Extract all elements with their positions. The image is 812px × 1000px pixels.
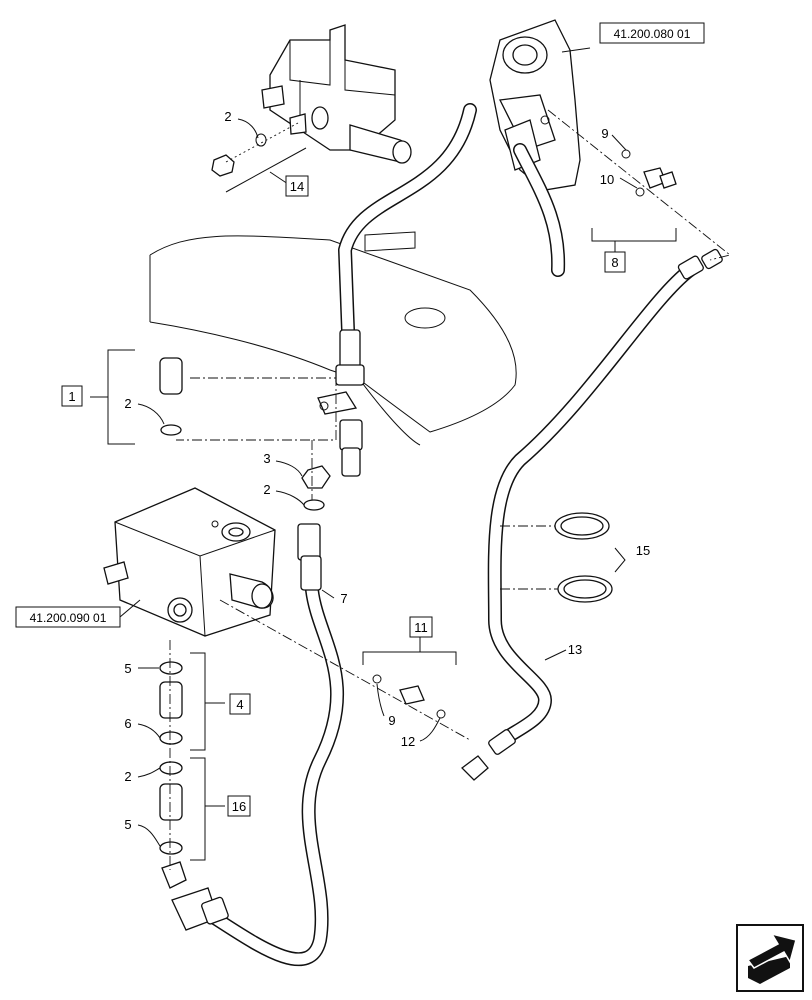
label-13: 13 — [568, 642, 582, 657]
callout-16: 16 — [227, 795, 251, 817]
reference-top-right-text: 41.200.080 01 — [614, 27, 691, 41]
hose-fittings — [161, 248, 723, 931]
reference-top-right[interactable]: 41.200.080 01 — [599, 22, 705, 44]
label-15: 15 — [636, 543, 650, 558]
svg-text:1: 1 — [68, 389, 75, 404]
label-2-top: 2 — [224, 109, 231, 124]
callout-11: 11 — [409, 616, 433, 638]
part-number-labels: 2 2 3 2 7 5 6 2 5 9 12 9 10 13 15 — [124, 109, 650, 832]
label-5-upper: 5 — [124, 661, 131, 676]
label-9-upper: 9 — [601, 126, 608, 141]
label-3: 3 — [263, 451, 270, 466]
o-rings — [554, 512, 613, 603]
svg-text:14: 14 — [290, 179, 304, 194]
reference-left-valve[interactable]: 41.200.090 01 — [15, 606, 121, 628]
top-right-valve-assembly — [489, 19, 581, 191]
callout-4: 4 — [229, 693, 251, 715]
label-2-center: 2 — [263, 482, 270, 497]
hoses — [203, 103, 697, 967]
chassis-frame — [149, 231, 517, 446]
label-2-lower: 2 — [124, 769, 131, 784]
leader-lines — [119, 47, 638, 847]
valve-block — [103, 487, 276, 637]
callout-14: 14 — [285, 175, 309, 197]
label-9-lower: 9 — [388, 713, 395, 728]
small-fittings — [372, 149, 677, 719]
next-page-arrow-icon[interactable] — [736, 924, 804, 992]
bracket-assembly — [211, 24, 412, 177]
callout-8: 8 — [604, 251, 626, 273]
label-6: 6 — [124, 716, 131, 731]
center-lines — [169, 109, 731, 870]
svg-text:8: 8 — [611, 255, 618, 270]
label-5-lower: 5 — [124, 817, 131, 832]
left-fittings — [159, 357, 331, 855]
group-brackets — [90, 147, 677, 861]
svg-text:16: 16 — [232, 799, 246, 814]
label-10: 10 — [600, 172, 614, 187]
reference-left-valve-text: 41.200.090 01 — [30, 611, 107, 625]
label-12: 12 — [401, 734, 415, 749]
svg-text:11: 11 — [414, 620, 428, 635]
callout-1: 1 — [61, 385, 83, 407]
svg-text:4: 4 — [236, 697, 243, 712]
label-7: 7 — [340, 591, 347, 606]
label-2-left: 2 — [124, 396, 131, 411]
